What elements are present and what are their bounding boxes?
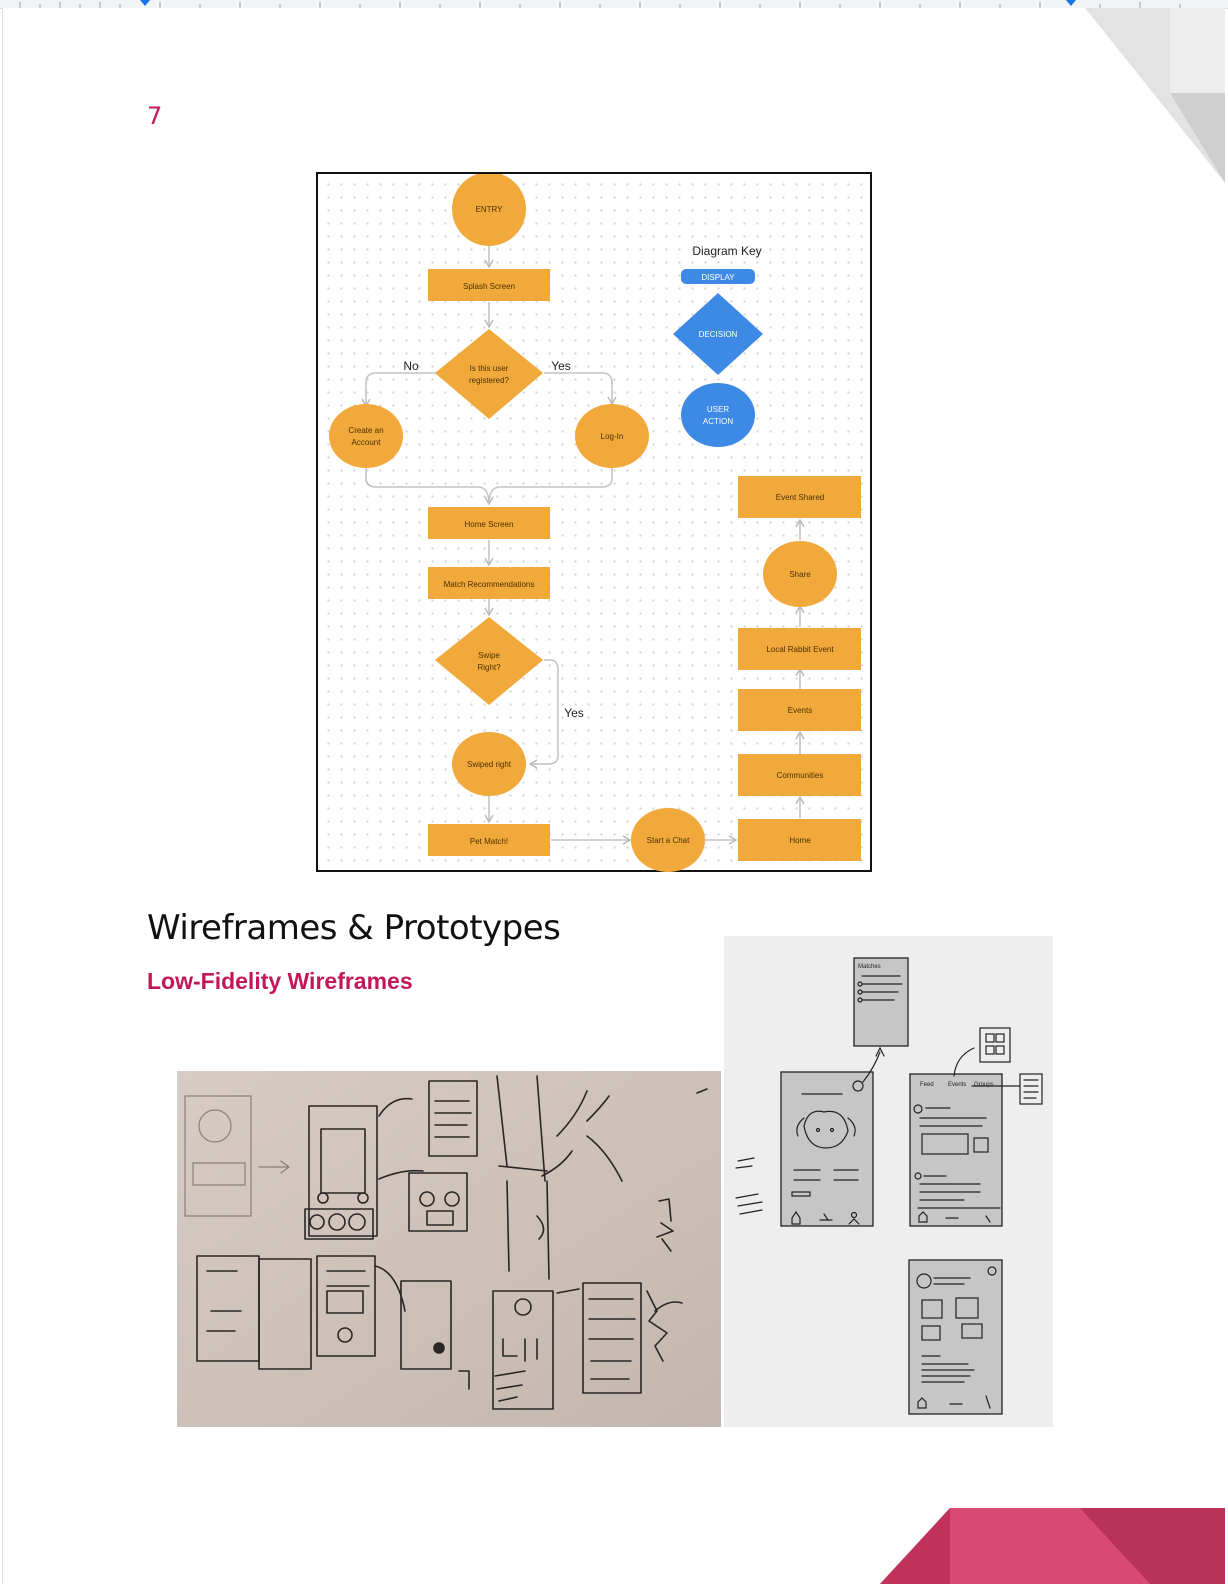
node-login-label: Log-In bbox=[601, 432, 624, 441]
key-user-action-line1: USER bbox=[707, 405, 729, 414]
page-footer-decoration bbox=[880, 1508, 1225, 1584]
diagram-key-title: Diagram Key bbox=[692, 244, 761, 258]
node-start-chat: Start a Chat bbox=[631, 808, 705, 872]
node-match-recs-label: Match Recommendations bbox=[444, 580, 535, 589]
branch-label-yes-swipe: Yes bbox=[564, 706, 584, 720]
node-swipe-decision: Swipe Right? bbox=[435, 617, 543, 705]
node-events-label: Events bbox=[788, 706, 812, 715]
node-home-label: Home bbox=[789, 836, 811, 845]
key-user-action-shape bbox=[681, 383, 755, 447]
digital-wireframes: Matches Feed Events Groups bbox=[724, 936, 1053, 1427]
key-decision-shape bbox=[673, 293, 763, 375]
node-splash-label: Splash Screen bbox=[463, 282, 515, 291]
node-splash-screen: Splash Screen bbox=[428, 269, 550, 301]
node-registered-line1: Is this user bbox=[470, 364, 509, 373]
node-share-label: Share bbox=[789, 570, 811, 579]
left-indent-marker-icon[interactable] bbox=[140, 0, 150, 6]
node-communities-label: Communities bbox=[777, 771, 824, 780]
page-number: 7 bbox=[147, 102, 163, 130]
right-indent-marker-icon[interactable] bbox=[1066, 0, 1076, 6]
section-heading: Wireframes & Prototypes bbox=[147, 908, 561, 948]
wireframe-feed-screen bbox=[909, 1073, 1003, 1227]
node-log-in: Log-In bbox=[575, 404, 649, 468]
whiteboard-sketches bbox=[177, 1071, 721, 1427]
diagram-key: Diagram Key DISPLAY DECISION USER ACTION bbox=[673, 244, 763, 447]
node-pet-match: Pet Match! bbox=[428, 824, 550, 856]
node-create-account: Create an Account bbox=[329, 404, 403, 468]
node-events: Events bbox=[738, 689, 861, 731]
subsection-heading: Low-Fidelity Wireframes bbox=[147, 968, 413, 994]
wireframe-profile-screen bbox=[780, 1071, 874, 1227]
key-display-shape bbox=[681, 269, 755, 284]
node-entry: ENTRY bbox=[452, 174, 526, 246]
node-event-shared-label: Event Shared bbox=[776, 493, 824, 502]
sketch-groups-label: Groups bbox=[974, 1082, 994, 1088]
node-start-chat-label: Start a Chat bbox=[647, 836, 690, 845]
flowchart-canvas: ENTRY Splash Screen Is this user registe… bbox=[329, 174, 861, 872]
node-registered-line2: registered? bbox=[469, 376, 510, 385]
digital-wireframe-screens: Matches Feed Events Groups bbox=[724, 936, 1053, 1427]
node-pet-match-label: Pet Match! bbox=[470, 837, 508, 846]
node-create-line2: Account bbox=[352, 438, 382, 447]
node-swiped-right: Swiped right bbox=[452, 732, 526, 796]
key-display-label: DISPLAY bbox=[701, 273, 735, 282]
wireframe-matches-screen bbox=[853, 957, 909, 1047]
sketch-matches-label: Matches bbox=[858, 964, 881, 970]
node-create-line1: Create an bbox=[348, 426, 383, 435]
node-home: Home bbox=[738, 819, 861, 861]
node-registered-decision: Is this user registered? bbox=[435, 329, 543, 419]
node-swipe-line1: Swipe bbox=[478, 651, 500, 660]
wireframe-community-screen bbox=[908, 1259, 1003, 1415]
whiteboard-sketch-photo bbox=[177, 1071, 721, 1427]
key-decision-label: DECISION bbox=[699, 330, 738, 339]
sketch-feed-label: Feed bbox=[920, 1082, 934, 1088]
branch-label-no: No bbox=[403, 359, 419, 373]
branch-label-yes: Yes bbox=[551, 359, 571, 373]
node-home-screen-label: Home Screen bbox=[465, 520, 514, 529]
document-page: 7 bbox=[2, 8, 1225, 1584]
key-user-action-line2: ACTION bbox=[703, 417, 733, 426]
node-local-rabbit-event: Local Rabbit Event bbox=[738, 628, 861, 670]
sketch-events-label: Events bbox=[948, 1082, 966, 1088]
node-match-recommendations: Match Recommendations bbox=[428, 567, 550, 599]
flow-connectors bbox=[361, 241, 805, 845]
node-entry-label: ENTRY bbox=[476, 205, 504, 214]
node-swiped-right-label: Swiped right bbox=[467, 760, 512, 769]
node-home-screen: Home Screen bbox=[428, 507, 550, 539]
node-local-event-label: Local Rabbit Event bbox=[766, 645, 834, 654]
node-share: Share bbox=[763, 541, 837, 607]
node-swipe-line2: Right? bbox=[477, 663, 501, 672]
ruler-ticks bbox=[19, 0, 1181, 8]
node-event-shared: Event Shared bbox=[738, 476, 861, 518]
page-corner-decoration bbox=[1085, 8, 1225, 183]
user-flow-diagram: ENTRY Splash Screen Is this user registe… bbox=[316, 172, 872, 872]
node-communities: Communities bbox=[738, 754, 861, 796]
